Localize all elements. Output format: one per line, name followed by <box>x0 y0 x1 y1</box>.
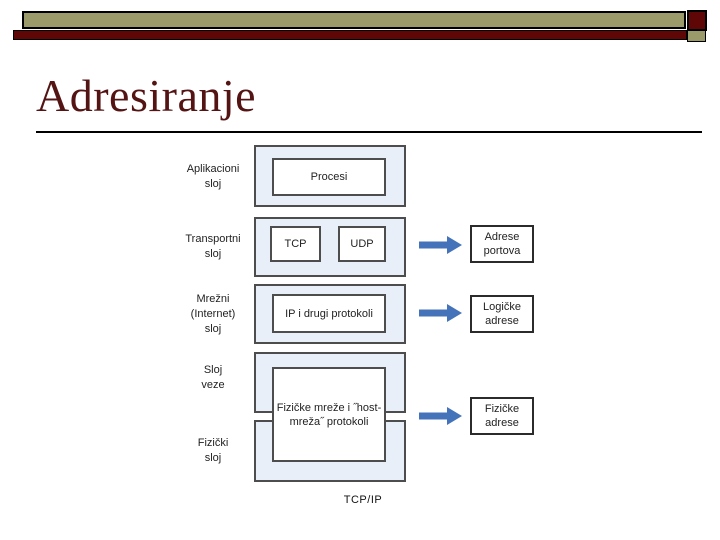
udp-box: UDP <box>338 226 386 262</box>
arrow-right-logical-icon <box>419 304 462 322</box>
banner-red-square <box>687 10 707 31</box>
banner-olive-square <box>687 30 706 42</box>
arrow-right-ports-icon <box>419 236 462 254</box>
layer-label-network: Mrežni (Internet) sloj <box>190 293 236 335</box>
diagram-caption: TCP/IP <box>343 494 383 506</box>
banner-olive-bar <box>22 11 686 29</box>
physical-networks-box: Fizičke mreže i ˝host- mreža˝ protokoli <box>272 367 386 462</box>
layer-label-link: Sloj veze <box>201 364 225 391</box>
layer-label-application: Aplikacioni sloj <box>186 163 240 190</box>
logical-addresses-box: Logičke adrese <box>470 295 534 333</box>
banner-red-bar <box>13 30 687 40</box>
port-addresses-box: Adrese portova <box>470 225 534 263</box>
procesi-box: Procesi <box>272 158 386 196</box>
arrow-right-physical-icon <box>419 407 462 425</box>
layer-label-transport: Transportni sloj <box>185 233 241 260</box>
slide-title: Adresiranje <box>36 70 257 121</box>
physical-addresses-box: Fizičke adrese <box>470 397 534 435</box>
title-underline <box>36 131 702 133</box>
layer-label-physical: Fizički sloj <box>197 437 229 464</box>
tcp-box: TCP <box>270 226 321 262</box>
ip-protocols-box: IP i drugi protokoli <box>272 294 386 333</box>
